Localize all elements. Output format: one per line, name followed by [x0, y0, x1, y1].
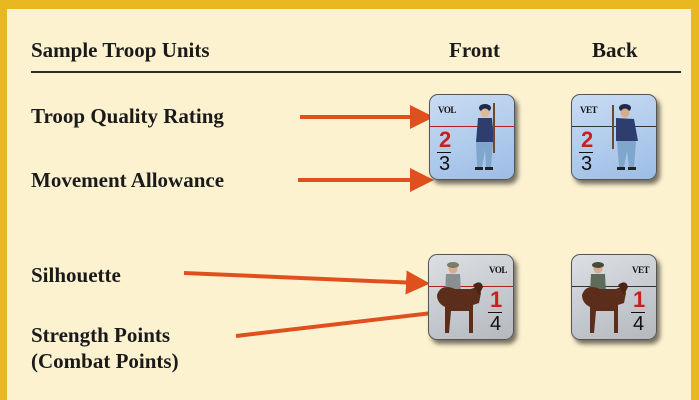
counter-quality-value: 2	[439, 127, 452, 152]
counter-fraction-bar	[488, 312, 502, 313]
counter-tag: VOL	[438, 105, 456, 115]
counter-cavalry-front: VOL 1 4	[428, 254, 514, 340]
counter-infantry-front: VOL 2 3	[429, 94, 515, 180]
column-header-back: Back	[592, 38, 638, 62]
arrow-silhouette	[183, 270, 430, 295]
counter-tag: VET	[580, 105, 598, 115]
label-silhouette: Silhouette	[31, 263, 121, 287]
counter-divider	[429, 286, 513, 287]
label-combat-points: (Combat Points)	[31, 349, 179, 373]
section-title: Sample Troop Units	[31, 38, 210, 62]
counter-divider	[430, 126, 514, 127]
header-divider	[31, 71, 681, 73]
counter-tag: VET	[632, 265, 650, 275]
counter-quality-value: 2	[581, 127, 594, 152]
counter-cavalry-back: VET 1 4	[571, 254, 657, 340]
counter-movement-value: 4	[633, 313, 645, 335]
column-header-front: Front	[449, 38, 500, 62]
counter-fraction-bar	[437, 152, 451, 153]
counter-fraction-bar	[579, 152, 593, 153]
counter-movement-value: 3	[581, 153, 593, 175]
cavalry-silhouette-icon	[582, 262, 628, 333]
counter-strength-value: 1	[633, 287, 646, 312]
label-strength: Strength Points	[31, 323, 171, 347]
counter-strength-value: 1	[490, 287, 503, 312]
counter-movement-value: 4	[490, 313, 502, 335]
label-movement: Movement Allowance	[31, 168, 225, 192]
infantry-silhouette-icon	[612, 104, 638, 170]
counter-fraction-bar	[631, 312, 645, 313]
infantry-silhouette-icon	[475, 103, 495, 170]
counter-tag: VOL	[489, 265, 507, 275]
counter-movement-value: 3	[439, 153, 451, 175]
label-troop-quality: Troop Quality Rating	[31, 104, 224, 128]
counter-infantry-back: VET 2 3	[571, 94, 657, 180]
counter-divider	[572, 286, 656, 287]
cavalry-silhouette-icon	[437, 262, 483, 333]
